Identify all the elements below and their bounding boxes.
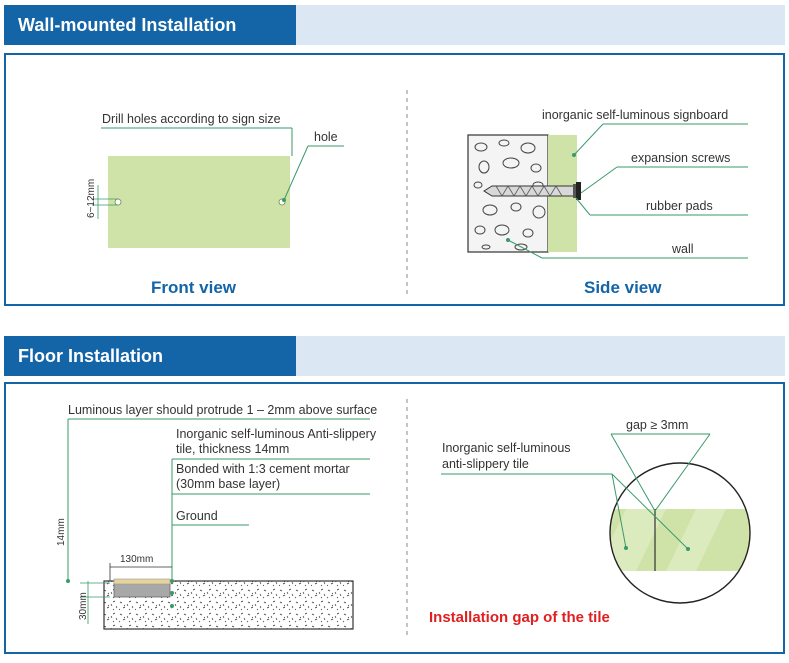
front-view-caption: Front view xyxy=(151,278,237,297)
wall-aggregate xyxy=(473,139,546,251)
hole-left xyxy=(114,198,122,206)
anti-tile-label-2: anti-slippery tile xyxy=(442,457,529,471)
protrude-label: Luminous layer should protrude 1 – 2mm a… xyxy=(68,403,377,417)
hole-leader-dot xyxy=(282,198,286,202)
mortar-bed xyxy=(113,582,171,598)
signboard-leader-dot xyxy=(572,153,576,157)
side-view-caption: Side view xyxy=(584,278,662,297)
anti-tile-dot-1 xyxy=(624,546,628,550)
hole-leader-diag xyxy=(283,145,309,201)
screws-leader-diag xyxy=(580,166,618,194)
floor-diagram: Luminous layer should protrude 1 – 2mm a… xyxy=(56,399,751,639)
rubber-pad xyxy=(573,184,576,198)
anti-tile-label-1: Inorganic self-luminous xyxy=(442,441,571,455)
mortar-label-1: Bonded with 1:3 cement mortar xyxy=(176,462,350,476)
screw-thread xyxy=(495,185,563,197)
floor-leader-dots xyxy=(66,579,174,608)
wall-leader-dot xyxy=(506,238,510,242)
wall-section-title: Wall-mounted Installation xyxy=(4,5,296,45)
dim-14-label: 14mm xyxy=(56,518,67,546)
hole-dim-label: 6~12mm xyxy=(86,179,97,218)
wall-label: wall xyxy=(671,242,694,256)
mortar-label-2: (30mm base layer) xyxy=(176,477,280,491)
anti-tile-leader-1 xyxy=(611,473,627,549)
pads-leader-diag xyxy=(575,197,591,216)
wall-section-header: Wall-mounted Installation xyxy=(4,5,785,45)
gap-leader-diag-2 xyxy=(610,433,656,512)
anti-tile-leader-2 xyxy=(611,473,689,550)
dim-130-label: 130mm xyxy=(120,554,153,565)
drill-label: Drill holes according to sign size xyxy=(102,112,281,126)
gap-caption: Installation gap of the tile xyxy=(429,609,610,626)
wall-panel: Drill holes according to sign size hole … xyxy=(4,53,785,306)
hole-label: hole xyxy=(314,130,338,144)
ground-label: Ground xyxy=(176,509,218,523)
gap-label: gap ≥ 3mm xyxy=(626,418,688,432)
signboard-leader-diag xyxy=(573,123,604,156)
floor-section-header: Floor Installation xyxy=(4,336,785,376)
gap-leader-diag xyxy=(654,433,711,512)
tile-label-2: tile, thickness 14mm xyxy=(176,442,289,456)
tile-label-1: Inorganic self-luminous Anti-slippery xyxy=(176,427,377,441)
signboard-label: inorganic self-luminous signboard xyxy=(542,108,728,122)
wall-diagram: Drill holes according to sign size hole … xyxy=(86,90,748,297)
dim-30-label: 30mm xyxy=(78,592,89,620)
gap-detail-circle xyxy=(609,462,751,604)
pads-label: rubber pads xyxy=(646,199,713,213)
anti-tile-dot-2 xyxy=(686,547,690,551)
screw-body xyxy=(483,185,577,197)
screws-label: expansion screws xyxy=(631,151,730,165)
screw-head xyxy=(576,182,581,200)
floor-panel: Luminous layer should protrude 1 – 2mm a… xyxy=(4,382,785,654)
front-signboard xyxy=(108,156,290,248)
floor-section-title: Floor Installation xyxy=(4,336,296,376)
floor-tile xyxy=(113,578,171,585)
wall-leader-diag xyxy=(507,239,543,259)
